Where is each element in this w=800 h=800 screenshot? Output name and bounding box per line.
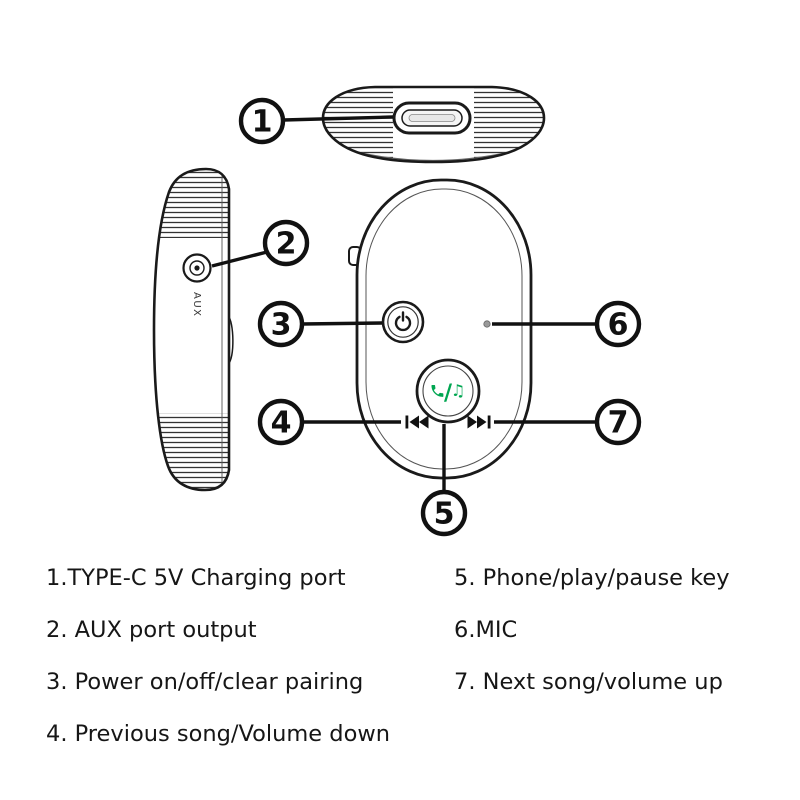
callout-3: 3 [257, 300, 383, 348]
callout-4-number: 4 [271, 406, 292, 441]
callout-4-circle [257, 398, 305, 446]
power-icon [394, 311, 412, 332]
legend-item-6: 6.MIC [454, 617, 518, 643]
phone-music-slash: / [444, 381, 453, 406]
callout-1-line [283, 115, 394, 122]
callout-3-circle [257, 300, 305, 348]
callout-2-circle [262, 219, 310, 267]
legend-column-right: 5. Phone/play/pause key 6.MIC 7. Next so… [454, 552, 730, 708]
aux-label: AUX [191, 292, 202, 318]
previous-track-icon [405, 415, 429, 429]
device-top-view [321, 85, 546, 164]
aux-jack [182, 253, 212, 283]
callout-1: 1 [238, 97, 394, 145]
legend-item-4: 4. Previous song/Volume down [46, 721, 391, 747]
callout-2: 2 [211, 219, 310, 268]
callout-2-number: 2 [276, 227, 297, 262]
callout-7-number: 7 [608, 406, 629, 441]
legend-column-left: 1.TYPE-C 5V Charging port 2. AUX port ou… [46, 552, 390, 760]
callout-1-circle [238, 97, 286, 145]
phone-icon [431, 384, 444, 397]
callout-6: 6 [492, 300, 642, 348]
music-note-icon: ♫ [451, 381, 465, 400]
multifunction-button: / ♫ [415, 358, 481, 424]
legend-item-5: 5. Phone/play/pause key [454, 565, 730, 591]
mic-hole [483, 320, 491, 328]
callout-7-circle [594, 398, 642, 446]
callout-5-number: 5 [434, 497, 455, 532]
callout-3-number: 3 [271, 308, 292, 343]
side-view-body [154, 169, 229, 490]
callout-5: 5 [420, 424, 468, 537]
legend-item-1: 1.TYPE-C 5V Charging port [46, 565, 346, 591]
device-front-view: / ♫ [348, 178, 533, 480]
callout-5-circle [420, 489, 468, 537]
top-view-outline [321, 85, 546, 164]
callout-3-line [301, 321, 383, 326]
callout-4: 4 [257, 398, 401, 446]
side-view-outline [152, 167, 231, 492]
callout-7: 7 [494, 398, 642, 446]
callouts: 1 2 3 4 5 [211, 97, 642, 537]
callout-2-line [211, 250, 268, 268]
device-diagram: AUX / ♫ [152, 85, 642, 537]
callout-1-number: 1 [252, 105, 273, 140]
legend-item-3: 3. Power on/off/clear pairing [46, 669, 364, 695]
callout-6-circle [594, 300, 642, 348]
usb-c-port [392, 101, 472, 135]
device-side-view: AUX [152, 167, 234, 492]
next-track-icon [467, 415, 491, 429]
legend-item-2: 2. AUX port output [46, 617, 257, 643]
power-button [381, 300, 425, 344]
legend-item-7: 7. Next song/volume up [454, 669, 723, 695]
callout-6-number: 6 [608, 308, 629, 343]
